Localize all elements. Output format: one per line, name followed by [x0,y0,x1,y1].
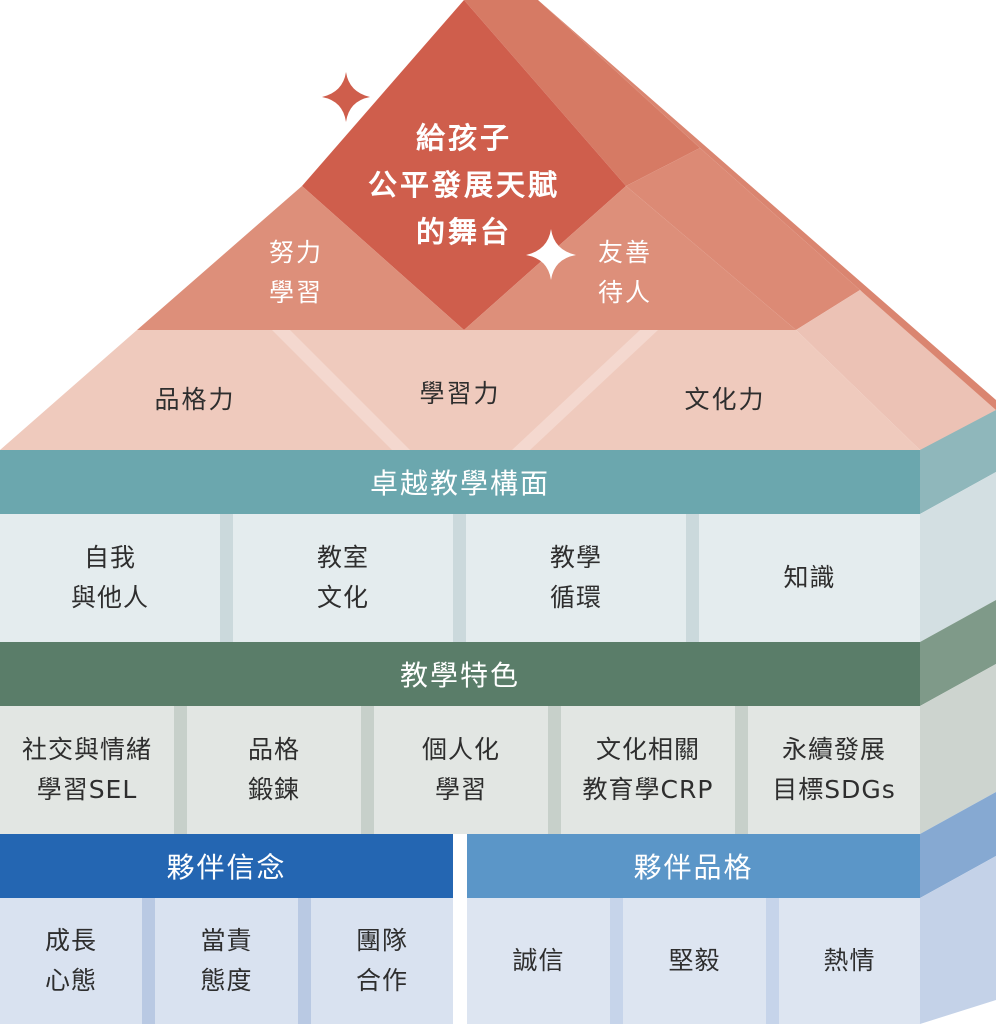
features-title: 教學特色 [399,659,520,692]
teal-bar-side-face [920,410,996,514]
sparkle-star-icon [322,72,370,122]
blue-cell-bg [155,898,298,1024]
blue-bar-side-face [920,792,996,898]
green-cell-bg [0,706,174,834]
blue-cell-bg [311,898,453,1024]
green-bar-background [0,642,920,706]
excellence-item: 自我 與他人 [70,543,149,612]
roof-right-triangle [464,186,796,330]
blue-cells-side-face [920,856,996,1024]
beliefs-title: 夥伴信念 [166,851,287,884]
green-cell-bg [374,706,548,834]
roof-right-upper-face [464,0,700,186]
character-item: 誠信 [512,946,565,975]
blue-cell-bg [779,898,920,1024]
feature-item: 永續發展 目標SDGs [772,735,896,804]
excellence-item: 知識 [783,563,836,592]
character-item: 堅毅 [668,946,721,975]
sparkle-star-icon [526,229,576,280]
green-cell-bg [748,706,920,834]
green-bar-side-face [920,600,996,706]
green-cell-bg [561,706,735,834]
excellence-item: 教室 文化 [316,543,369,612]
blue-bar-dark-background [0,834,453,898]
roof-pillar-divider-right [512,330,658,450]
teal-cell-bg [233,514,453,642]
roof-right-lower-face [796,290,996,450]
blue-bar-gap [453,834,467,1024]
roof-pillar-divider-left [272,330,410,450]
roof-right-band-face [626,148,860,330]
roof-pillar-band [0,330,920,450]
roof-right-label: 友善 待人 [597,238,652,307]
blue-cell-bg [467,898,610,1024]
feature-item: 文化相關 教育學CRP [582,735,714,804]
character-item: 熱情 [823,946,876,975]
pillar-character-label: 品格力 [154,385,236,414]
roof-left-label: 努力 學習 [268,238,323,307]
teal-cell-bg [466,514,686,642]
teal-cells-side-face [920,472,996,642]
pillar-learning-label: 學習力 [419,379,501,408]
roof-left-triangle [137,186,464,330]
excellence-item: 教學 循環 [549,543,602,612]
roof-title: 給孩子 公平發展天賦 的舞台 [367,120,560,249]
teal-bar-background [0,450,920,514]
excellence-title: 卓越教學構面 [369,467,550,500]
pillar-culture-label: 文化力 [684,385,766,414]
teal-cell-bg [0,514,220,642]
belief-item: 當責 態度 [200,926,253,995]
blue-bar-light-background [467,834,920,898]
feature-item: 品格 鍛鍊 [247,735,300,804]
character-title: 夥伴品格 [633,851,754,884]
blue-cell-bg [0,898,142,1024]
feature-item: 個人化 學習 [421,735,500,804]
belief-item: 團隊 合作 [355,926,408,995]
blue-cell-bg [623,898,766,1024]
belief-item: 成長 心態 [44,926,97,995]
green-cells-side-face [920,664,996,834]
teal-cell-bg [699,514,920,642]
green-cell-bg [187,706,361,834]
feature-item: 社交與情緒 學習SEL [21,735,152,804]
